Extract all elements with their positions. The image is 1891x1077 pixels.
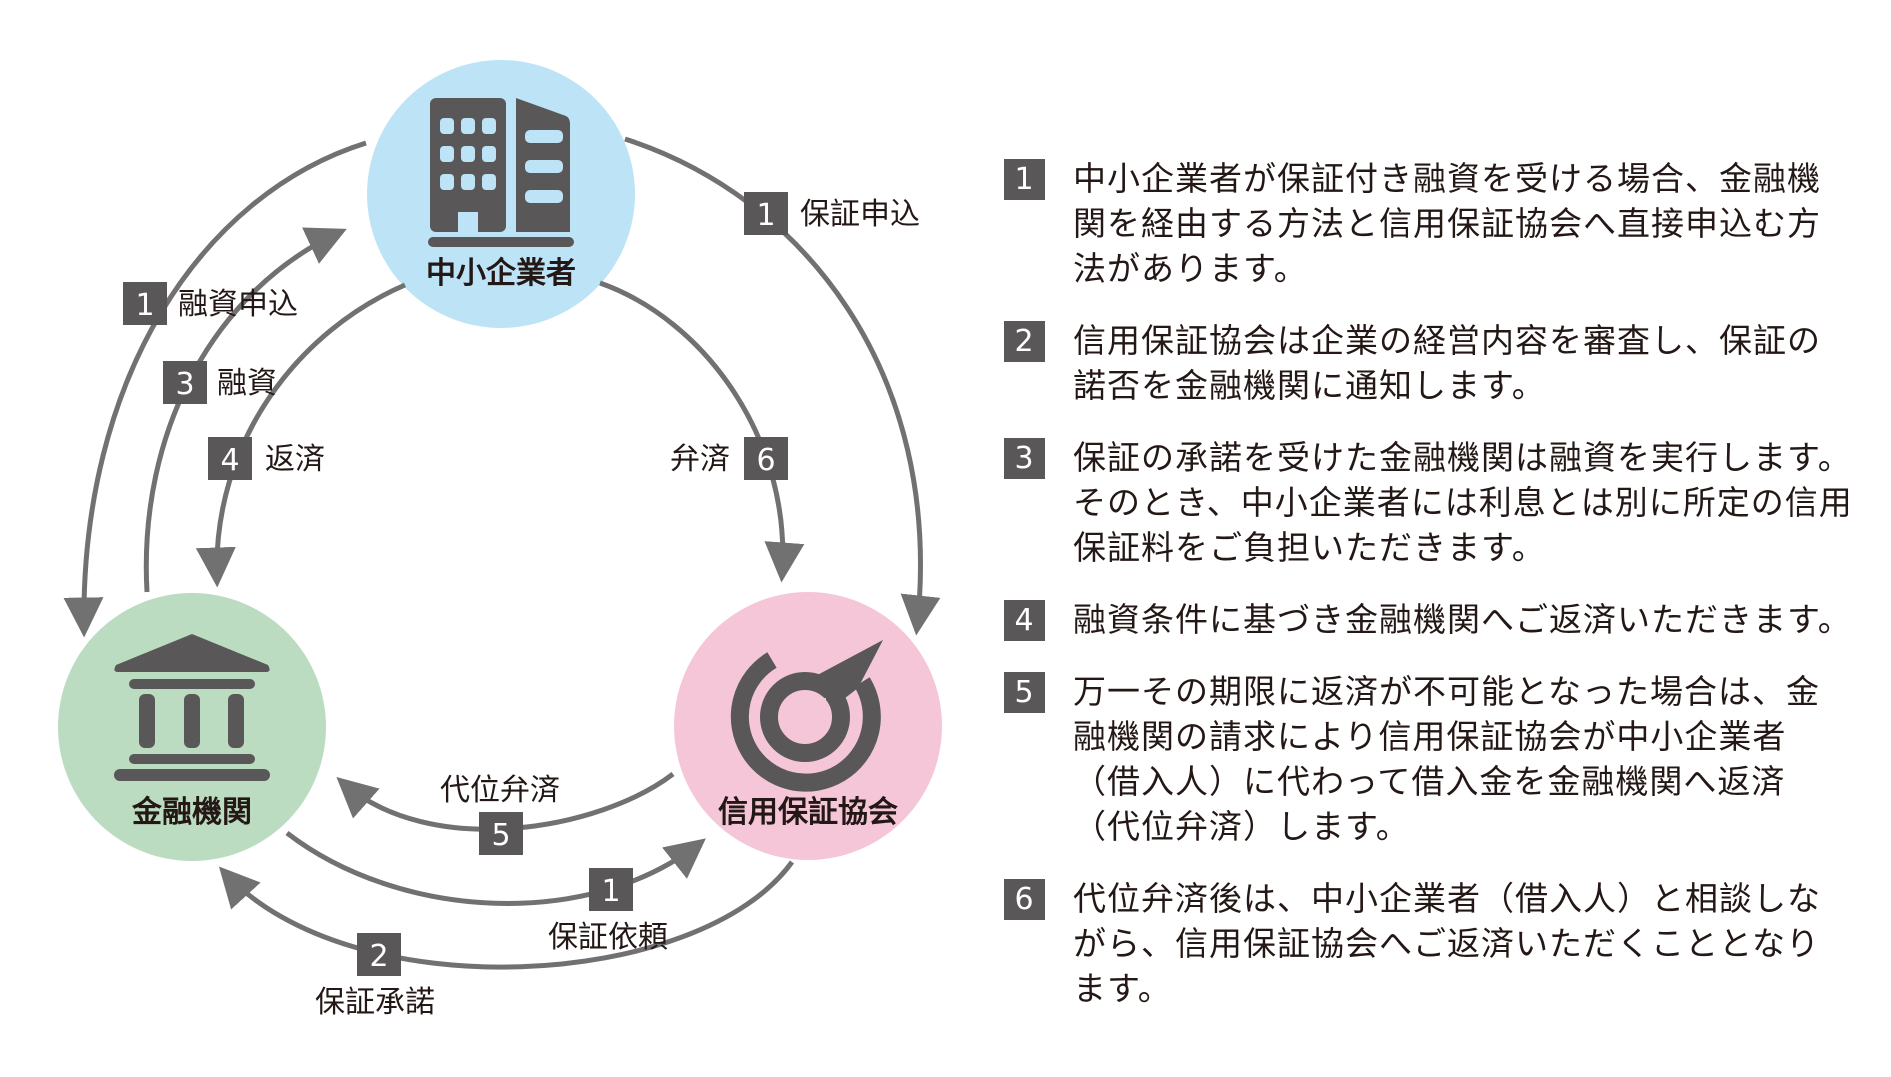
arrow-reimbursement <box>599 280 805 583</box>
step-item: 4 融資条件に基づき金融機関へご返済いただきます。 <box>1004 597 1864 642</box>
flow-label: 弁済 <box>670 442 730 477</box>
flow-guarantee-request: 1 保証依頼 <box>548 868 668 955</box>
arrow-repayment <box>195 282 406 588</box>
step-item: 1 中小企業者が保証付き融資を受ける場合、金融機関を経由する方法と信用保証協会へ… <box>1004 156 1864 291</box>
flow-badge-number: 1 <box>601 874 620 909</box>
flow-label: 代位弁済 <box>440 773 560 808</box>
guarantee-node-circle <box>674 592 942 860</box>
flow-badge-number: 1 <box>135 288 154 323</box>
arrow-guarantee-request <box>285 831 706 906</box>
arrow-guarantee-application <box>624 136 941 636</box>
bank-node-label: 金融機関 <box>131 795 252 830</box>
step-number-badge: 4 <box>1004 600 1045 641</box>
flow-badge-number: 2 <box>369 939 388 974</box>
step-text: 信用保証協会は企業の経営内容を審査し、保証の諾否を金融機関に通知します。 <box>1073 321 1821 405</box>
credit-guarantee-flow-diagram: 中小企業者 金融機関 信用保証協会 1 融資申込 3 融資 4 返済 1 保証申… <box>58 60 942 1020</box>
step-text: 保証の承諾を受けた金融機関は融資を実行します。そのとき、中小企業者には利息とは別… <box>1073 438 1853 567</box>
target-arrow-icon <box>730 640 883 792</box>
step-number-badge: 2 <box>1004 321 1045 362</box>
flow-badge <box>479 812 523 855</box>
flow-badge-number: 4 <box>220 443 239 478</box>
flow-loan: 3 融資 <box>163 361 277 404</box>
step-number-badge: 5 <box>1004 672 1045 713</box>
flow-badge <box>589 868 633 911</box>
flow-repayment: 4 返済 <box>208 437 325 480</box>
flow-badge <box>357 933 401 976</box>
company-node-label: 中小企業者 <box>426 256 576 291</box>
building-icon <box>428 98 574 247</box>
flow-label: 融資申込 <box>178 287 298 322</box>
flow-guarantee-approval: 2 保証承諾 <box>315 933 435 1020</box>
flow-badge <box>123 282 167 325</box>
arrow-guarantee-approval <box>218 860 795 970</box>
step-text: 中小企業者が保証付き融資を受ける場合、金融機関を経由する方法と信用保証協会へ直接… <box>1073 159 1821 288</box>
flow-badge <box>208 437 252 480</box>
guarantee-node-label: 信用保証協会 <box>718 795 898 830</box>
step-number-badge: 6 <box>1004 879 1045 920</box>
flow-label: 返済 <box>265 442 325 477</box>
step-text: 融資条件に基づき金融機関へご返済いただきます。 <box>1073 600 1852 639</box>
step-item: 3 保証の承諾を受けた金融機関は融資を実行します。そのとき、中小企業者には利息と… <box>1004 435 1864 570</box>
step-explanation-list: 1 中小企業者が保証付き融資を受ける場合、金融機関を経由する方法と信用保証協会へ… <box>1004 156 1864 1038</box>
flow-label: 融資 <box>217 366 277 401</box>
flow-badge <box>744 437 788 480</box>
step-text: 代位弁済後は、中小企業者（借入人）と相談しながら、信用保証協会へご返済いただくこ… <box>1073 879 1821 1008</box>
flow-badge <box>744 192 788 235</box>
flow-label: 保証依頼 <box>548 920 668 955</box>
step-number-badge: 3 <box>1004 438 1045 479</box>
flow-reimbursement: 6 弁済 <box>670 437 788 480</box>
flow-badge <box>163 361 207 404</box>
bank-icon <box>114 634 270 781</box>
flow-badge-number: 5 <box>491 818 510 853</box>
step-item: 2 信用保証協会は企業の経営内容を審査し、保証の諾否を金融機関に通知します。 <box>1004 318 1864 408</box>
flow-badge-number: 3 <box>175 367 194 402</box>
step-text: 万一その期限に返済が不可能となった場合は、金融機関の請求により信用保証協会が中小… <box>1073 672 1821 846</box>
flow-label: 保証申込 <box>800 197 920 232</box>
step-item: 5 万一その期限に返済が不可能となった場合は、金融機関の請求により信用保証協会が… <box>1004 669 1864 849</box>
step-number-badge: 1 <box>1004 159 1045 200</box>
flow-subrogation: 代位弁済 5 <box>440 773 560 855</box>
flow-guarantee-application: 1 保証申込 <box>744 192 920 235</box>
flow-loan-application: 1 融資申込 <box>123 282 298 325</box>
flow-badge-number: 6 <box>756 443 775 478</box>
flow-badge-number: 1 <box>756 198 775 233</box>
step-item: 6 代位弁済後は、中小企業者（借入人）と相談しながら、信用保証協会へご返済いただ… <box>1004 876 1864 1011</box>
flow-label: 保証承諾 <box>315 985 435 1020</box>
